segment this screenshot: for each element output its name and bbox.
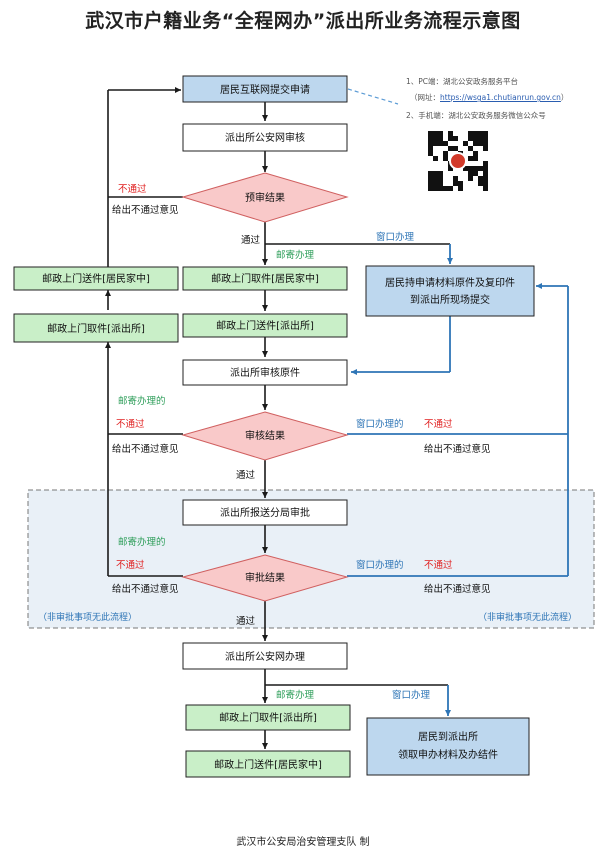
- left-pickup-station-box: [13, 313, 179, 343]
- left-pickup-station-text: 邮政上门取件[派出所]: [47, 322, 145, 335]
- final-window-label: 窗口办理: [392, 689, 431, 701]
- post-pickup-home-text: 邮政上门取件[居民家中]: [211, 272, 319, 285]
- approve-window-of-label: 窗口办理的: [356, 559, 404, 571]
- info-connector: [347, 88, 399, 105]
- window-submit-box: [365, 265, 535, 317]
- apply-text: 居民互联网提交申请: [220, 83, 310, 96]
- page-title: 武汉市户籍业务“全程网办”派出所业务流程示意图: [85, 10, 521, 32]
- final-mail-label: 邮寄办理: [276, 689, 315, 701]
- approve-fail-opinion-right-label: 给出不通过意见: [424, 583, 491, 595]
- window-submit-text-2: 到派出所现场提交: [410, 293, 490, 306]
- report-bureau-text: 派出所报送分局审批: [220, 506, 310, 519]
- info-url-line: （网址：https://wsga1.chutianrun.gov.cn）: [410, 92, 568, 103]
- post-pickup-home-box: [182, 266, 348, 291]
- final-window-text-2: 领取申办材料及办结件: [398, 748, 498, 761]
- approve-fail-right-label: 不通过: [424, 559, 453, 571]
- blue-connectors: [347, 244, 569, 716]
- info-mobile: 2、手机端：湖北公安政务服务微信公众号: [406, 111, 546, 120]
- review-fail-right-label: 不通过: [424, 418, 453, 430]
- pre-mail-label: 邮寄办理: [276, 249, 315, 261]
- pre-result-diamond: [181, 172, 349, 223]
- final-pickup-station-box: [185, 704, 351, 731]
- online-review-text: 派出所公安网审核: [225, 131, 305, 144]
- pre-fail-opinion-label: 给出不通过意见: [112, 204, 179, 216]
- info-url[interactable]: https://wsga1.chutianrun.gov.cn: [440, 93, 561, 102]
- online-process-text: 派出所公安网办理: [225, 650, 305, 663]
- approve-result-diamond: [181, 554, 349, 602]
- final-pickup-station-text: 邮政上门取件[派出所]: [219, 711, 317, 724]
- approve-pass-label: 通过: [236, 615, 256, 627]
- approve-mail-of-label: 邮寄办理的: [118, 536, 166, 548]
- black-connectors: [105, 87, 450, 749]
- review-mail-of-label: 邮寄办理的: [118, 395, 166, 407]
- final-window-box: [366, 717, 530, 776]
- report-bureau-box: [182, 499, 348, 526]
- online-process-box: [182, 642, 348, 670]
- approval-region: [27, 489, 595, 629]
- window-submit-text-1: 居民持申请材料原件及复印件: [385, 276, 515, 289]
- final-deliver-home-box: [185, 750, 351, 778]
- post-deliver-station-text: 邮政上门送件[派出所]: [216, 319, 314, 332]
- online-review-box: [182, 123, 348, 152]
- review-original-box: [182, 359, 348, 386]
- pre-pass-label: 通过: [241, 234, 261, 246]
- left-deliver-home-box: [13, 266, 179, 291]
- no-approval-right-note: （非审批事项无此流程）: [478, 611, 577, 623]
- review-fail-opinion-left-label: 给出不通过意见: [112, 443, 179, 455]
- review-original-text: 派出所审核原件: [230, 366, 300, 379]
- review-result-text: 审核结果: [245, 429, 285, 442]
- approve-result-text: 审批结果: [245, 571, 285, 584]
- no-approval-left-note: （非审批事项无此流程）: [38, 611, 137, 623]
- apply-box: [182, 75, 348, 103]
- review-window-of-label: 窗口办理的: [356, 418, 404, 430]
- final-deliver-home-text: 邮政上门送件[居民家中]: [214, 758, 322, 771]
- review-pass-label: 通过: [236, 469, 256, 481]
- final-window-text-1: 居民到派出所: [418, 730, 478, 743]
- pre-window-label: 窗口办理: [376, 231, 415, 243]
- police-badge-icon: [449, 152, 467, 170]
- left-deliver-home-text: 邮政上门送件[居民家中]: [42, 272, 150, 285]
- footer-credit: 武汉市公安局治安管理支队 制: [236, 837, 370, 848]
- info-url-suffix: ）: [560, 93, 569, 102]
- review-fail-opinion-right-label: 给出不通过意见: [424, 443, 491, 455]
- approve-fail-opinion-left-label: 给出不通过意见: [112, 583, 179, 595]
- info-pc: 1、PC端：湖北公安政务服务平台: [406, 77, 519, 86]
- pre-fail-label: 不通过: [118, 183, 147, 195]
- info-url-prefix: （网址：: [410, 93, 440, 102]
- approve-fail-left-label: 不通过: [116, 559, 145, 571]
- review-fail-left-label: 不通过: [116, 418, 145, 430]
- review-result-diamond: [181, 411, 349, 461]
- post-deliver-station-box: [182, 313, 348, 338]
- pre-result-text: 预审结果: [245, 191, 285, 204]
- qr-code-icon: [428, 131, 488, 191]
